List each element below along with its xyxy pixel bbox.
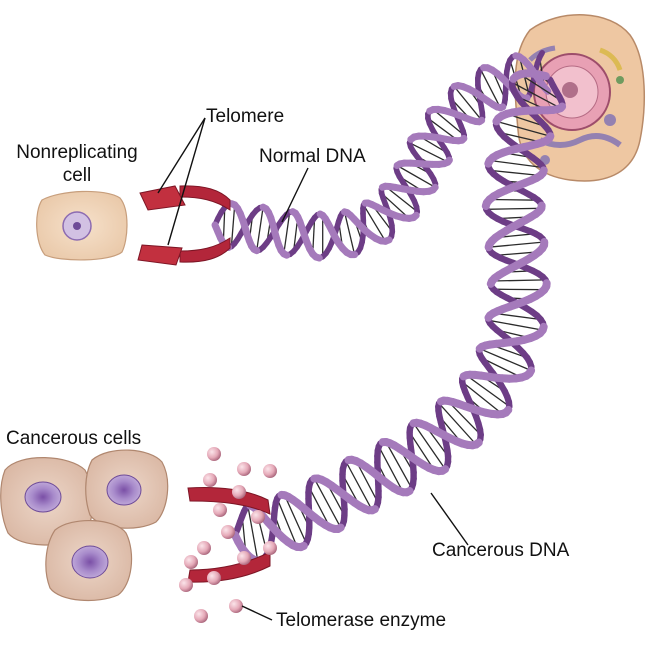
dna-strand-segment (529, 371, 531, 374)
telomerase-enzyme-label: Telomerase enzyme (276, 610, 446, 633)
telomere-leader-line-1 (158, 118, 205, 193)
cancerous-cells-illustration (1, 450, 168, 600)
telomere-leader-line-2 (168, 118, 205, 245)
base-pair-rung (489, 242, 545, 247)
base-pair-rung (493, 289, 544, 290)
base-pair-rung (486, 208, 541, 209)
dna-helix-layer (215, 53, 562, 561)
dna-strand-segment (414, 215, 417, 217)
dna-strand-segment (372, 509, 375, 510)
dna-strand-segment (549, 136, 550, 138)
base-pair-rung (492, 280, 546, 281)
dna-strand-segment (543, 170, 544, 173)
dna-strand-segment (561, 107, 563, 109)
dna-strand-segment (480, 120, 482, 121)
dna-strand-segment (316, 257, 319, 258)
cancerous-dna-label: Cancerous DNA (432, 540, 569, 563)
dna-strand-segment (407, 491, 410, 492)
normal-dna-label: Normal DNA (259, 146, 366, 169)
dna-strand-segment (539, 75, 546, 77)
cancerous-dna-leader-line (431, 493, 468, 545)
telomere-label: Telomere (206, 106, 284, 129)
dna-strand-segment (338, 528, 341, 529)
dna-strand-segment (476, 443, 479, 445)
dna-strand-segment (433, 187, 435, 190)
nonreplicating-label-line1: Nonreplicating (2, 142, 152, 165)
base-pair-rung (490, 200, 538, 201)
cancerous-cells-label: Cancerous cells (6, 428, 141, 451)
dna-strand-segment (525, 98, 528, 99)
telomerase-leader-line (242, 606, 272, 620)
nonreplicating-label-line2: cell (2, 165, 152, 188)
dna-strand-segment (462, 138, 464, 140)
dna-strand-segment (448, 160, 450, 162)
dna-strand-segment (506, 410, 508, 413)
dna-strand-segment (301, 546, 304, 547)
nonreplicating-cell-label: Nonreplicating cell (2, 142, 152, 188)
dna-strand-segment (540, 53, 543, 58)
dna-strand-segment (442, 469, 445, 471)
dna-strand-segment (386, 240, 390, 241)
dna-strand-segment (254, 249, 257, 250)
dna-strand-segment (284, 254, 287, 255)
dna-strand-segment (550, 80, 553, 86)
dna-strand-segment (500, 107, 502, 108)
nonreplicating-cell-illustration (37, 191, 127, 259)
dna-strand-segment (543, 327, 544, 330)
